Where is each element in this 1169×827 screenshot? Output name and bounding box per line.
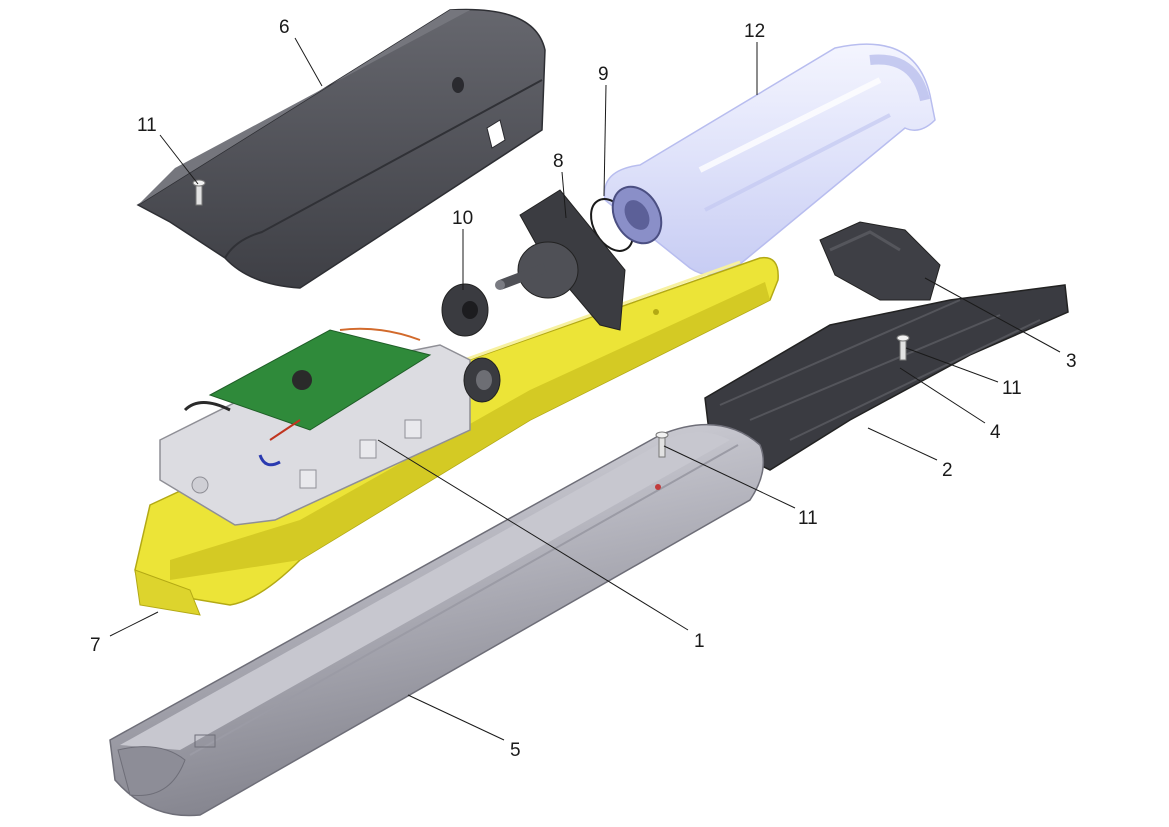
callout-labels: 6 12 9 11 8 10 3 11 4 2 11 1 7 5	[90, 17, 1077, 761]
round-seal	[441, 283, 489, 337]
callout-4: 4	[990, 422, 1001, 443]
callout-11: 11	[137, 115, 157, 136]
callout-11: 11	[1002, 378, 1022, 399]
leader-9	[603, 84, 607, 197]
callout-7: 7	[90, 635, 101, 656]
bottom-tube	[109, 423, 765, 817]
callout-2: 2	[942, 460, 953, 481]
knob	[463, 357, 501, 403]
callout-9: 9	[598, 64, 609, 85]
leader-lines	[109, 37, 1061, 741]
callout-8: 8	[553, 151, 564, 172]
clear-tank	[603, 43, 936, 276]
pump-flange	[495, 189, 626, 331]
callout-5: 5	[510, 740, 521, 761]
base-frame	[704, 284, 1069, 471]
leader-11c	[663, 445, 796, 509]
callout-1: 1	[694, 631, 705, 652]
screw-icon	[655, 431, 669, 458]
electronics-module	[159, 327, 471, 526]
leader-11a	[159, 134, 199, 185]
screw-icon	[896, 334, 910, 361]
callout-10: 10	[452, 208, 473, 229]
leader-2	[867, 427, 938, 461]
leader-5	[407, 694, 505, 741]
callout-6: 6	[279, 17, 290, 38]
leader-4	[899, 367, 986, 424]
leader-3	[924, 277, 1061, 353]
end-cap	[819, 221, 941, 301]
o-ring	[590, 185, 663, 252]
leader-7	[109, 611, 159, 637]
leader-11b	[905, 347, 999, 383]
callout-11: 11	[798, 508, 818, 529]
callout-12: 12	[744, 21, 765, 42]
leader-6	[294, 37, 323, 87]
callout-3: 3	[1066, 351, 1077, 372]
leader-1	[377, 439, 689, 631]
top-cover	[136, 8, 546, 289]
leader-8	[561, 171, 567, 219]
